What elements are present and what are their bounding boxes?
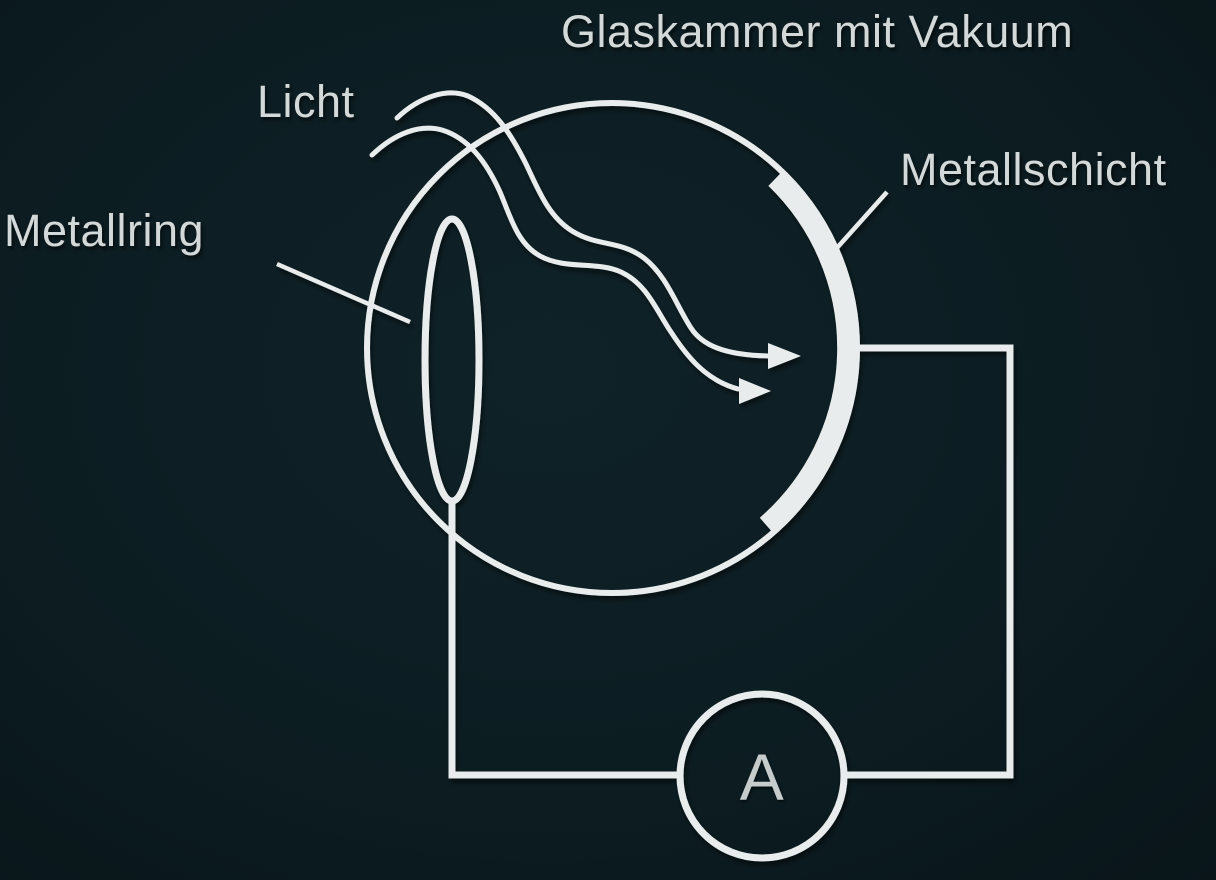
metal-layer-label: Metallschicht (900, 144, 1167, 195)
light-label: Licht (257, 76, 355, 127)
ammeter-label: A (739, 740, 785, 814)
metal-layer-arc (759, 170, 860, 535)
metal-ring-electrode (421, 215, 483, 505)
ammeter-circle (676, 690, 848, 862)
metal-ring-label: Metallring (4, 205, 205, 256)
light-ray-lower (369, 125, 741, 392)
label-leader-metallschicht (834, 190, 889, 251)
wire-left (448, 501, 681, 779)
light-ray-arrowhead-upper (768, 343, 801, 369)
light-ray-arrowhead-lower (739, 378, 771, 404)
light-ray-upper (394, 90, 771, 359)
label-leader-metallring (276, 261, 411, 325)
wire-right (844, 344, 1014, 779)
chamber-title: Glaskammer mit Vakuum (561, 6, 1074, 57)
